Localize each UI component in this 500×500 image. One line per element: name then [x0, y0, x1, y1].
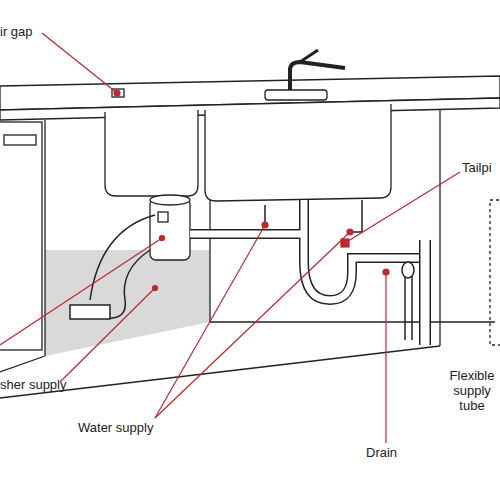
leader-dot: [160, 236, 165, 241]
leader-dot: [383, 269, 389, 275]
supply-riser: [411, 275, 413, 340]
cold-supply-tube: [350, 200, 362, 232]
leader-dot: [114, 90, 120, 96]
dishwasher: [0, 122, 42, 350]
leader-line: [42, 33, 117, 93]
waste-stack-fill: [421, 240, 430, 345]
leader-line: [385, 272, 386, 443]
leader-line: [60, 288, 155, 382]
cabinet-floor-edge: [0, 346, 440, 398]
back-wall-base: [210, 321, 495, 322]
cabinet-corner: [209, 200, 210, 322]
part-label: Tailpi: [462, 160, 500, 175]
disposal: [150, 195, 190, 260]
leader-line: [345, 172, 460, 243]
sinks: [105, 50, 391, 201]
part-label: ir gap: [0, 24, 60, 39]
part-label: sher supply: [0, 377, 120, 392]
part-label: Flexible supply tube: [444, 368, 500, 413]
waste-stack: [419, 240, 431, 345]
faucet-base: [265, 90, 327, 100]
part-label: Drain: [366, 445, 426, 460]
leader-dot: [347, 229, 353, 235]
dashed-panel: [490, 200, 500, 345]
left-basin: [105, 110, 198, 196]
dishwasher-body: [0, 122, 42, 350]
cabinet-front: [439, 108, 440, 346]
disposal-body: [150, 198, 190, 260]
faucet-spout: [290, 62, 345, 90]
disposal-top: [150, 195, 190, 205]
leader-dot: [262, 222, 268, 228]
leader-line: [155, 225, 265, 418]
leader-dot: [153, 286, 158, 291]
dishwasher-panel: [4, 135, 36, 145]
faucet-handle: [300, 50, 318, 62]
right-basin: [205, 104, 391, 201]
part-label: Water supply: [78, 420, 188, 435]
shaded-wall: [45, 250, 210, 356]
disposal-plate: [158, 212, 168, 222]
cabinet-side: [44, 120, 45, 356]
leader-lines: [0, 33, 460, 443]
supply-riser: [404, 275, 406, 340]
supply-lines: [70, 200, 414, 340]
shutoff-valve: [402, 262, 414, 278]
dishwasher-supply-line: [90, 215, 155, 300]
leader-line: [155, 232, 350, 418]
leader-line: [0, 238, 162, 345]
floor-line: [0, 356, 45, 372]
dishwasher-valve: [70, 305, 110, 319]
